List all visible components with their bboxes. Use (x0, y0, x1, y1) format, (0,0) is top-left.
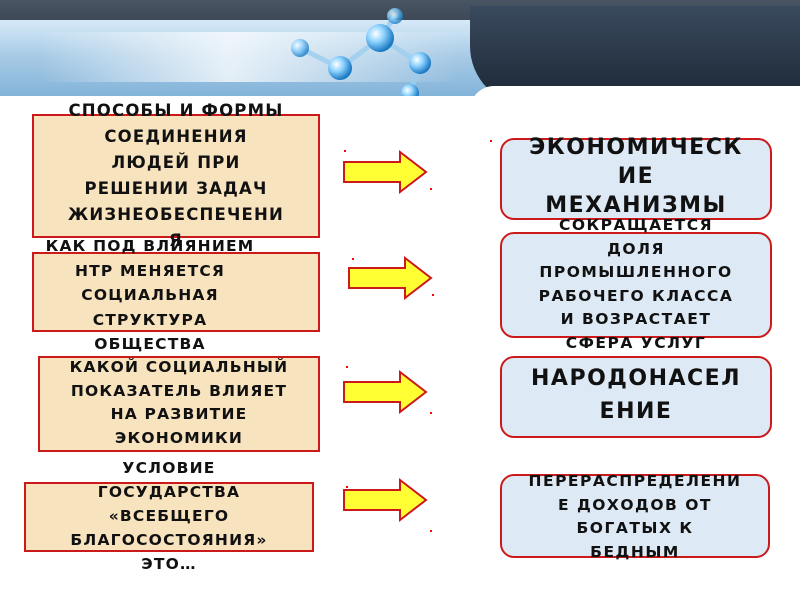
answer-text-1: ЭКОНОМИЧЕСК ИЕ МЕХАНИЗМЫ (529, 135, 743, 218)
answer-text-2: СОКРАЩАЕТСЯ ДОЛЯ ПРОМЫШЛЕННОГО РАБОЧЕГО … (538, 216, 734, 352)
question-box-1 (32, 114, 320, 238)
arrow-right-icon (343, 370, 428, 414)
answer-text-3: НАРОДОНАСЕЛ ЕНИЕ (531, 366, 741, 424)
bullet-dot (490, 140, 492, 142)
answer-box-2 (500, 232, 772, 338)
question-text-4: УСЛОВИЕ ГОСУДАРСТВА «ВСЕБЩЕГО БЛАГОСОСТО… (70, 459, 268, 573)
bullet-dot (430, 412, 432, 414)
question-text-3: КАКОЙ СОЦИАЛЬНЫЙ ПОКАЗАТЕЛЬ ВЛИЯЕТ НА РА… (69, 358, 289, 447)
answer-text-4: ПЕРЕРАСПРЕДЕЛЕНИ Е ДОХОДОВ ОТ БОГАТЫХ К … (528, 472, 742, 561)
bullet-dot (430, 530, 432, 532)
answer-box-4 (500, 474, 770, 558)
content-corner (470, 86, 800, 110)
molecule-image (291, 8, 431, 102)
arrow-right-icon (343, 150, 428, 194)
bullet-dot (430, 188, 432, 190)
answer-box-3 (500, 356, 772, 438)
bullet-dot (346, 486, 348, 488)
answer-box-1 (500, 138, 772, 220)
bullet-dot (352, 258, 354, 260)
question-text-1: СПОСОБЫ И ФОРМЫ СОЕДИНЕНИЯ ЛЮДЕЙ ПРИ РЕШ… (67, 101, 285, 250)
question-box-2 (32, 252, 320, 332)
arrow-right-icon (343, 478, 428, 522)
bullet-dot (344, 150, 346, 152)
question-box-4 (24, 482, 314, 552)
arrow-right-icon (348, 256, 433, 300)
question-box-3 (38, 356, 320, 452)
bullet-dot (346, 366, 348, 368)
question-text-2: КАК ПОД ВЛИЯНИЕМ НТР МЕНЯЕТСЯ СОЦИАЛЬНАЯ… (45, 237, 255, 353)
bullet-dot (432, 294, 434, 296)
